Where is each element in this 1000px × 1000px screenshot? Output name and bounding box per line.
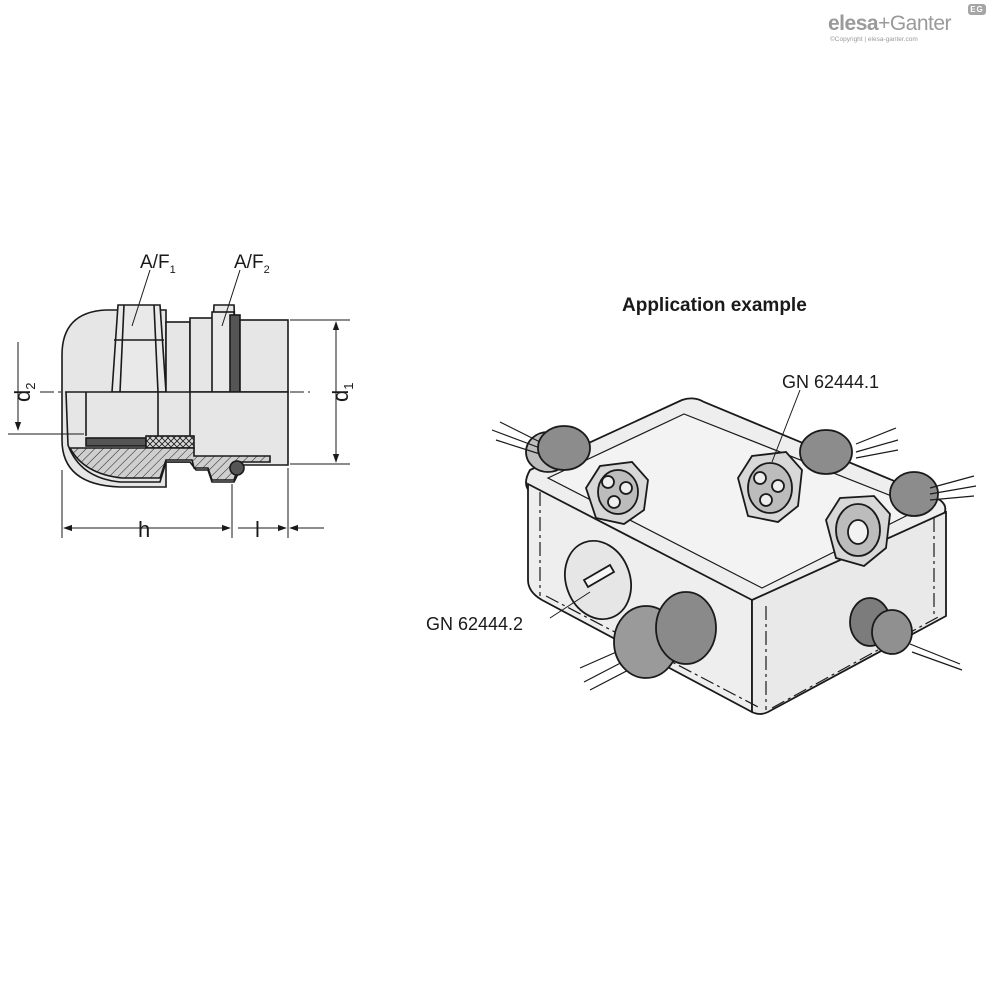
blanking-plug bbox=[564, 539, 632, 621]
brand-logo: elesa+Ganter ©Copyright | elesa-ganter.c… bbox=[828, 4, 988, 44]
seal-insert-dark bbox=[85, 437, 147, 447]
gland-inner-right bbox=[825, 495, 891, 567]
callout-gn-62444-2: GN 62444.2 bbox=[426, 614, 523, 634]
junction-box-illustration bbox=[491, 397, 977, 715]
leader-gn-62444-1 bbox=[771, 389, 801, 463]
label-h: h bbox=[138, 517, 150, 542]
brand-wordmark: elesa+Ganter bbox=[828, 12, 952, 36]
gland-inner-left bbox=[585, 461, 649, 525]
o-ring-section bbox=[229, 460, 245, 476]
label-d2: d2 bbox=[10, 383, 38, 402]
leader-af2 bbox=[221, 269, 241, 327]
gland-front-right bbox=[849, 597, 963, 671]
gland-rear-right-1 bbox=[799, 427, 899, 475]
gland-front-left bbox=[579, 591, 717, 691]
dimension-l bbox=[238, 468, 324, 538]
body-hatched-section bbox=[68, 447, 271, 481]
leader-af1 bbox=[131, 269, 151, 327]
leader-gn-62444-2 bbox=[549, 591, 591, 619]
gland-rear-right-2 bbox=[889, 471, 977, 517]
cable-gland-section-drawing bbox=[61, 304, 289, 488]
sealing-ring bbox=[229, 314, 241, 393]
brand-name-a: elesa bbox=[828, 12, 879, 35]
seal-insert-hatched bbox=[145, 435, 195, 449]
thread-part bbox=[239, 319, 289, 393]
application-title: Application example bbox=[622, 295, 807, 316]
brand-copyright: ©Copyright | elesa-ganter.com bbox=[830, 36, 918, 43]
dimension-d2 bbox=[8, 342, 84, 435]
gland-inner-center bbox=[737, 451, 803, 523]
label-d1: d1 bbox=[328, 383, 356, 402]
brand-name-b: +Ganter bbox=[878, 12, 952, 35]
dimension-h bbox=[61, 470, 233, 538]
label-l: l bbox=[255, 517, 260, 542]
label-af1: A/F1 bbox=[140, 252, 176, 276]
label-af2: A/F2 bbox=[234, 252, 270, 276]
callout-gn-62444-1: GN 62444.1 bbox=[782, 372, 879, 392]
gland-rear-left bbox=[491, 421, 591, 473]
dimension-d1 bbox=[290, 319, 350, 465]
brand-badge: EG bbox=[968, 4, 986, 15]
